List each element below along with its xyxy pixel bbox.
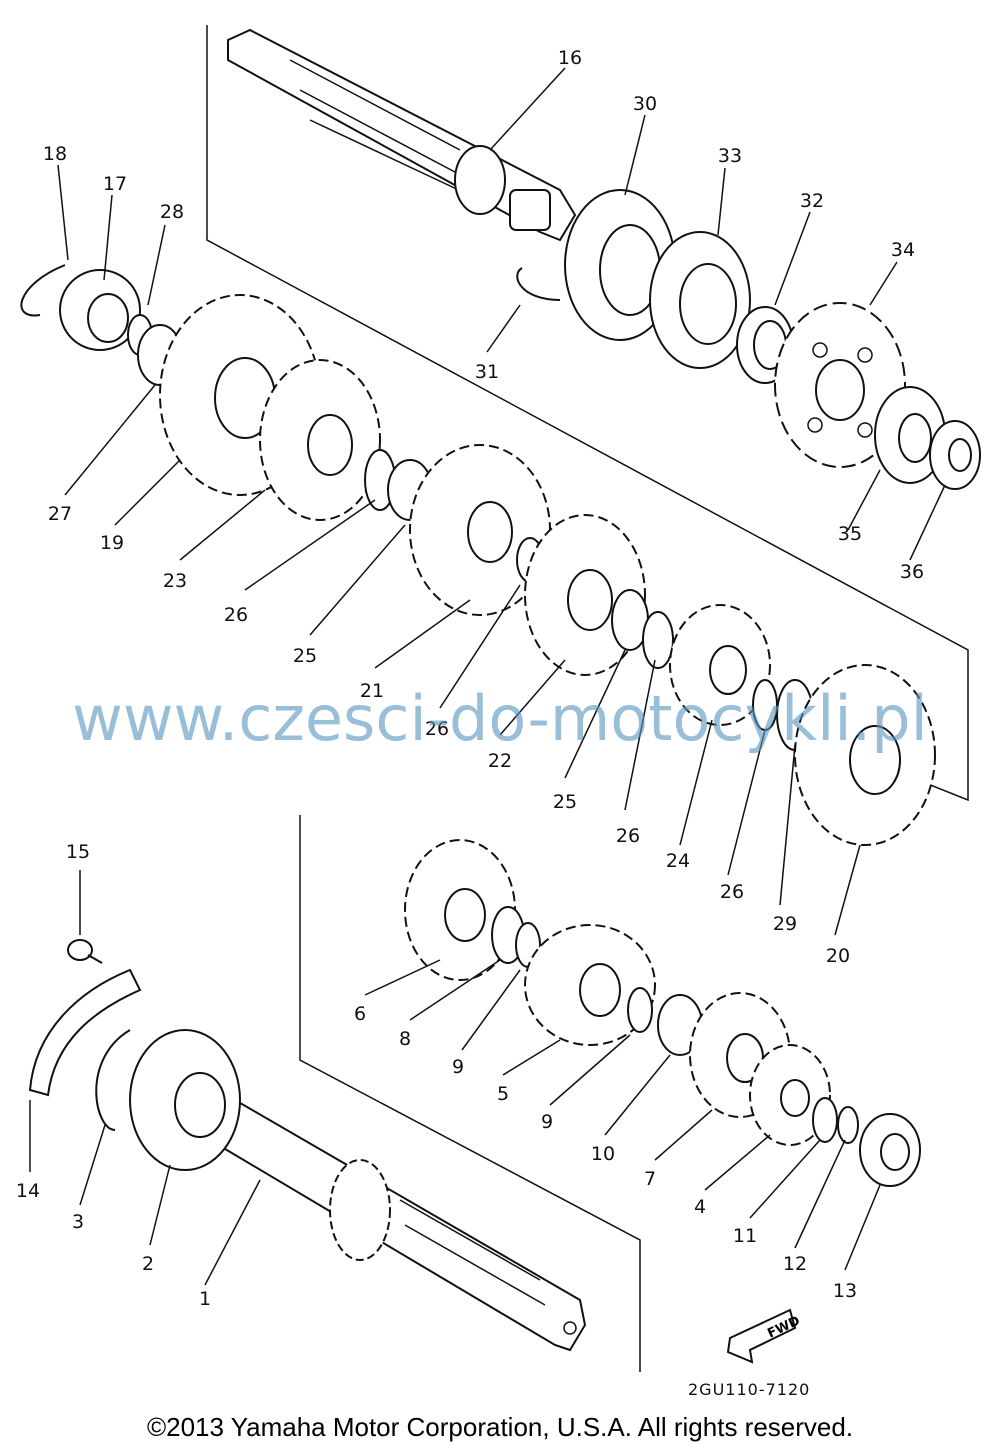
lock-washer-35 [874,386,946,484]
callout-8: 8 [399,1028,411,1050]
callout-1: 1 [199,1288,211,1310]
callout-35: 35 [838,523,862,545]
watermark-text: www.czesci-do-motocykli.pl [72,682,928,755]
circlip-3 [95,1029,131,1131]
fwd-arrow: FWD [726,1308,803,1364]
callout-13: 13 [833,1280,857,1302]
gear-24 [669,604,771,726]
oil-seal-33 [649,231,751,369]
callout-27: 27 [48,503,72,525]
callout-15: 15 [66,841,90,863]
callout-3: 3 [72,1211,84,1233]
callout-2: 2 [142,1253,154,1275]
callout-4: 4 [694,1196,706,1218]
gear-4 [749,1044,831,1146]
washer-26c [642,611,674,669]
callout-26a: 26 [224,604,248,626]
bearing-17 [59,269,141,351]
gear-6 [404,839,516,981]
callout-21: 21 [360,680,384,702]
callout-23: 23 [163,570,187,592]
drive-sprocket-34 [774,302,906,468]
callout-30: 30 [633,93,657,115]
drawing-code: 2GU110-7120 [688,1380,810,1399]
circlip-12 [837,1106,859,1144]
screw-15 [67,939,103,964]
callout-33: 33 [718,145,742,167]
callout-labels: 1 2 3 4 5 6 7 8 9 9 10 11 12 13 14 15 16… [16,47,924,1310]
upper-shaft-frame [206,25,969,802]
callout-9a: 9 [452,1056,464,1078]
callout-18: 18 [43,143,67,165]
callout-12: 12 [783,1253,807,1275]
washer-11 [812,1097,838,1143]
callout-16: 16 [558,47,582,69]
main-shaft-16 [227,28,577,242]
callout-10: 10 [591,1143,615,1165]
callout-34: 34 [891,239,915,261]
callout-24: 24 [666,850,690,872]
callout-5: 5 [497,1083,509,1105]
callout-26b: 26 [425,718,449,740]
callout-29: 29 [773,913,797,935]
callout-26c: 26 [616,825,640,847]
callout-31: 31 [475,361,499,383]
bearing-stopper-14 [28,968,142,1097]
gear-20 [794,664,936,846]
callout-32: 32 [800,190,824,212]
leader-lines [29,67,946,1286]
callout-20: 20 [826,945,850,967]
copyright-notice: ©2013 Yamaha Motor Corporation, U.S.A. A… [146,1412,854,1442]
callout-22: 22 [488,750,512,772]
callout-11: 11 [733,1225,757,1247]
bearing-13 [859,1113,921,1187]
gear-23 [259,359,381,521]
drive-axle-1 [209,1098,587,1352]
circlip-18 [20,264,66,317]
gear-5 [524,924,656,1046]
bearing-30 [564,189,676,341]
callout-14: 14 [16,1180,40,1202]
callout-9b: 9 [541,1111,553,1133]
callout-26d: 26 [720,881,744,903]
callout-7: 7 [644,1168,656,1190]
callout-36: 36 [900,561,924,583]
callout-25b: 25 [553,791,577,813]
circlip-31 [516,267,561,301]
callout-28: 28 [160,201,184,223]
lower-shaft-frame [299,815,641,1372]
callout-19: 19 [100,532,124,554]
callout-17: 17 [103,173,127,195]
bearing-2 [129,1029,241,1171]
nut-36 [929,420,981,490]
callout-6: 6 [354,1003,366,1025]
callout-25a: 25 [293,645,317,667]
circlip-9b [627,987,653,1033]
